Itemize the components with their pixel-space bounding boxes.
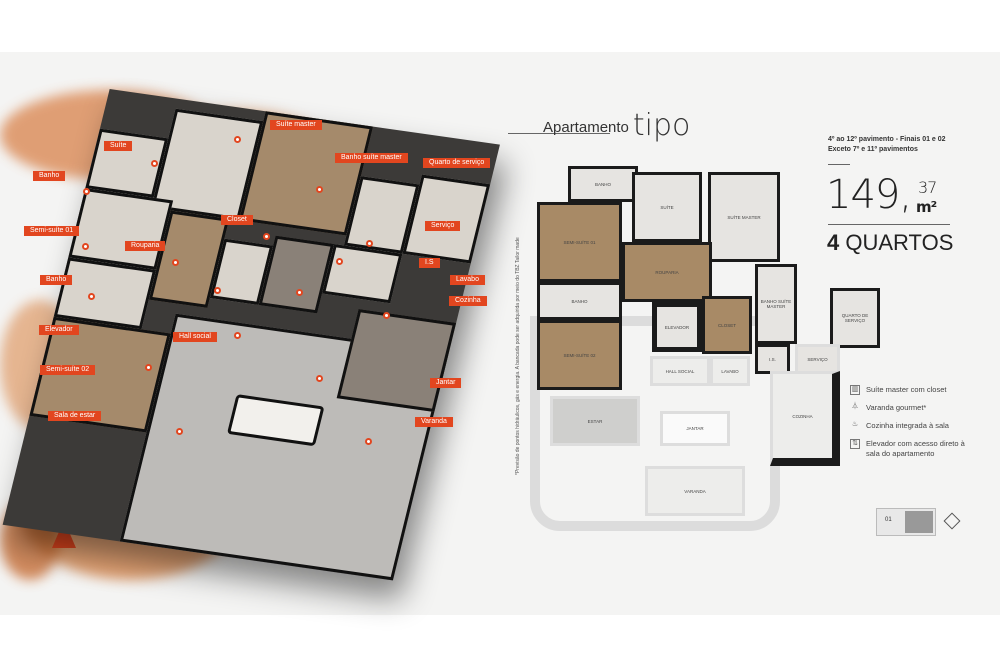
label-cozinha: Cozinha: [449, 296, 487, 306]
hotspot[interactable]: [263, 233, 270, 240]
hotspot[interactable]: [366, 240, 373, 247]
hotspot[interactable]: [234, 332, 241, 339]
hotspot[interactable]: [234, 136, 241, 143]
label-closet: Closet: [221, 215, 253, 225]
hotspot[interactable]: [336, 258, 343, 265]
legend-item: Varanda gourmet*: [866, 403, 927, 412]
label-elevador: Elevador: [39, 325, 79, 335]
label-semi-suite-01: Semi-suíte 01: [24, 226, 80, 236]
hotspot[interactable]: [151, 160, 158, 167]
label-varanda: Varanda: [415, 417, 453, 427]
label-servico: Serviço: [425, 221, 461, 231]
hotspot[interactable]: [316, 186, 323, 193]
label-sala-estar: Sala de estar: [48, 411, 102, 421]
hotspot[interactable]: [145, 364, 152, 371]
label-banho: Banho: [33, 171, 66, 181]
label-semi-suite-02: Semi-suíte 02: [40, 365, 96, 375]
label-banho-suite-master: Banho suíte master: [335, 153, 408, 163]
footnote: *Previsão de pontos hidráulicos, gás e e…: [515, 237, 521, 475]
legend-item: Suíte master com closet: [866, 385, 947, 394]
hotspot[interactable]: [214, 287, 221, 294]
hotspot[interactable]: [82, 243, 89, 250]
kitchen-icon: ♨: [851, 421, 859, 428]
hotspot[interactable]: [365, 438, 372, 445]
hotspot[interactable]: [83, 188, 90, 195]
label-lavabo: Lavabo: [450, 275, 485, 285]
info-rule: [828, 164, 850, 165]
key-plan: 01: [876, 508, 936, 536]
elevator-icon: ⇅: [850, 439, 860, 449]
label-rouparia: Rouparia: [125, 241, 166, 251]
hotspot[interactable]: [296, 289, 303, 296]
area-rule: [828, 224, 950, 225]
hotspot[interactable]: [172, 259, 179, 266]
hotspot[interactable]: [88, 293, 95, 300]
grill-icon: ⏃: [851, 403, 859, 410]
title-rule: [508, 133, 610, 134]
label-suite-master: Suíte master: [270, 120, 322, 130]
label-is: I.S: [419, 258, 440, 268]
label-suite: Suíte: [104, 141, 133, 151]
label-jantar: Jantar: [430, 378, 462, 388]
closet-icon: ▥: [850, 385, 860, 395]
hotspot[interactable]: [316, 375, 323, 382]
floor-plan: BANHO SEMI-SUÍTE 01 SUÍTE SUÍTE MASTER B…: [530, 166, 880, 538]
label-banho-2: Banho: [40, 275, 73, 285]
label-hall-social: Hall social: [173, 332, 217, 342]
legend-item: Cozinha integrada à sala: [866, 421, 949, 430]
hotspot[interactable]: [176, 428, 183, 435]
label-quarto-servico: Quarto de serviço: [423, 158, 491, 168]
hotspot[interactable]: [383, 312, 390, 319]
bedroom-count: 4 QUARTOS: [827, 230, 954, 255]
legend-item: Elevador com acesso direto à sala do apa…: [866, 439, 965, 458]
